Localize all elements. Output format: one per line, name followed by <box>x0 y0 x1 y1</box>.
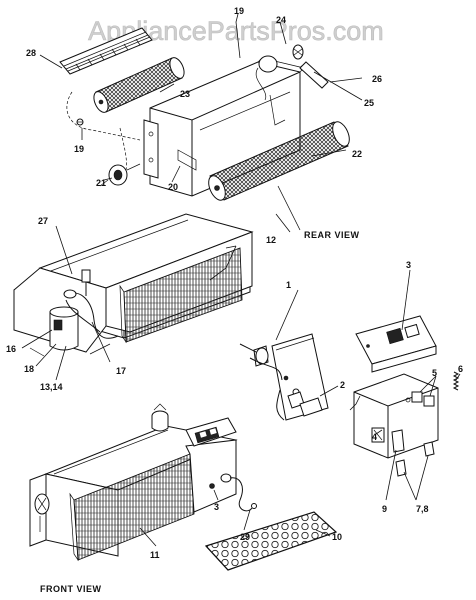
callout-17: 17 <box>116 366 126 376</box>
callout-27: 27 <box>38 216 48 226</box>
callout-20: 20 <box>168 182 178 192</box>
callout-24: 24 <box>276 15 286 25</box>
callout-13-14: 13,14 <box>40 382 63 392</box>
callout-16: 16 <box>6 344 16 354</box>
front-view-label: FRONT VIEW <box>40 584 102 594</box>
unit-rear-view <box>13 213 254 357</box>
control-box-left <box>239 333 329 421</box>
callout-26: 26 <box>372 74 382 84</box>
callout-7-8: 7,8 <box>416 504 429 514</box>
callout-2: 2 <box>340 380 345 390</box>
callout-6: 6 <box>458 364 463 374</box>
unit-front-view <box>29 403 257 562</box>
callout-4: 4 <box>372 432 377 442</box>
callout-25: 25 <box>364 98 374 108</box>
callout-numbers: 28 19 24 23 26 25 19 21 20 22 REAR VIEW … <box>6 6 463 594</box>
leader-lines <box>21 13 461 547</box>
fan-motor-and-clips <box>66 91 141 187</box>
blower-wheel-lower <box>208 121 350 201</box>
air-filter <box>204 511 338 571</box>
callout-12: 12 <box>266 235 276 245</box>
callout-18: 18 <box>24 364 34 374</box>
discharge-grille <box>59 27 153 75</box>
control-box-right <box>349 315 460 477</box>
callout-23: 23 <box>180 89 190 99</box>
callout-3-bottom: 3 <box>214 502 219 512</box>
callout-19-top: 19 <box>234 6 244 16</box>
callout-22: 22 <box>352 149 362 159</box>
callout-21: 21 <box>96 178 106 188</box>
callout-29: 29 <box>240 532 250 542</box>
rear-view-label: REAR VIEW <box>304 230 360 240</box>
callout-28: 28 <box>26 48 36 58</box>
callout-1: 1 <box>286 280 291 290</box>
blower-wheel-upper <box>93 57 185 113</box>
callout-19-bottom: 19 <box>74 144 84 154</box>
callout-5: 5 <box>432 368 437 378</box>
callout-3-top: 3 <box>406 260 411 270</box>
callout-9: 9 <box>382 504 387 514</box>
callout-11: 11 <box>150 550 160 560</box>
callout-10: 10 <box>332 532 342 542</box>
